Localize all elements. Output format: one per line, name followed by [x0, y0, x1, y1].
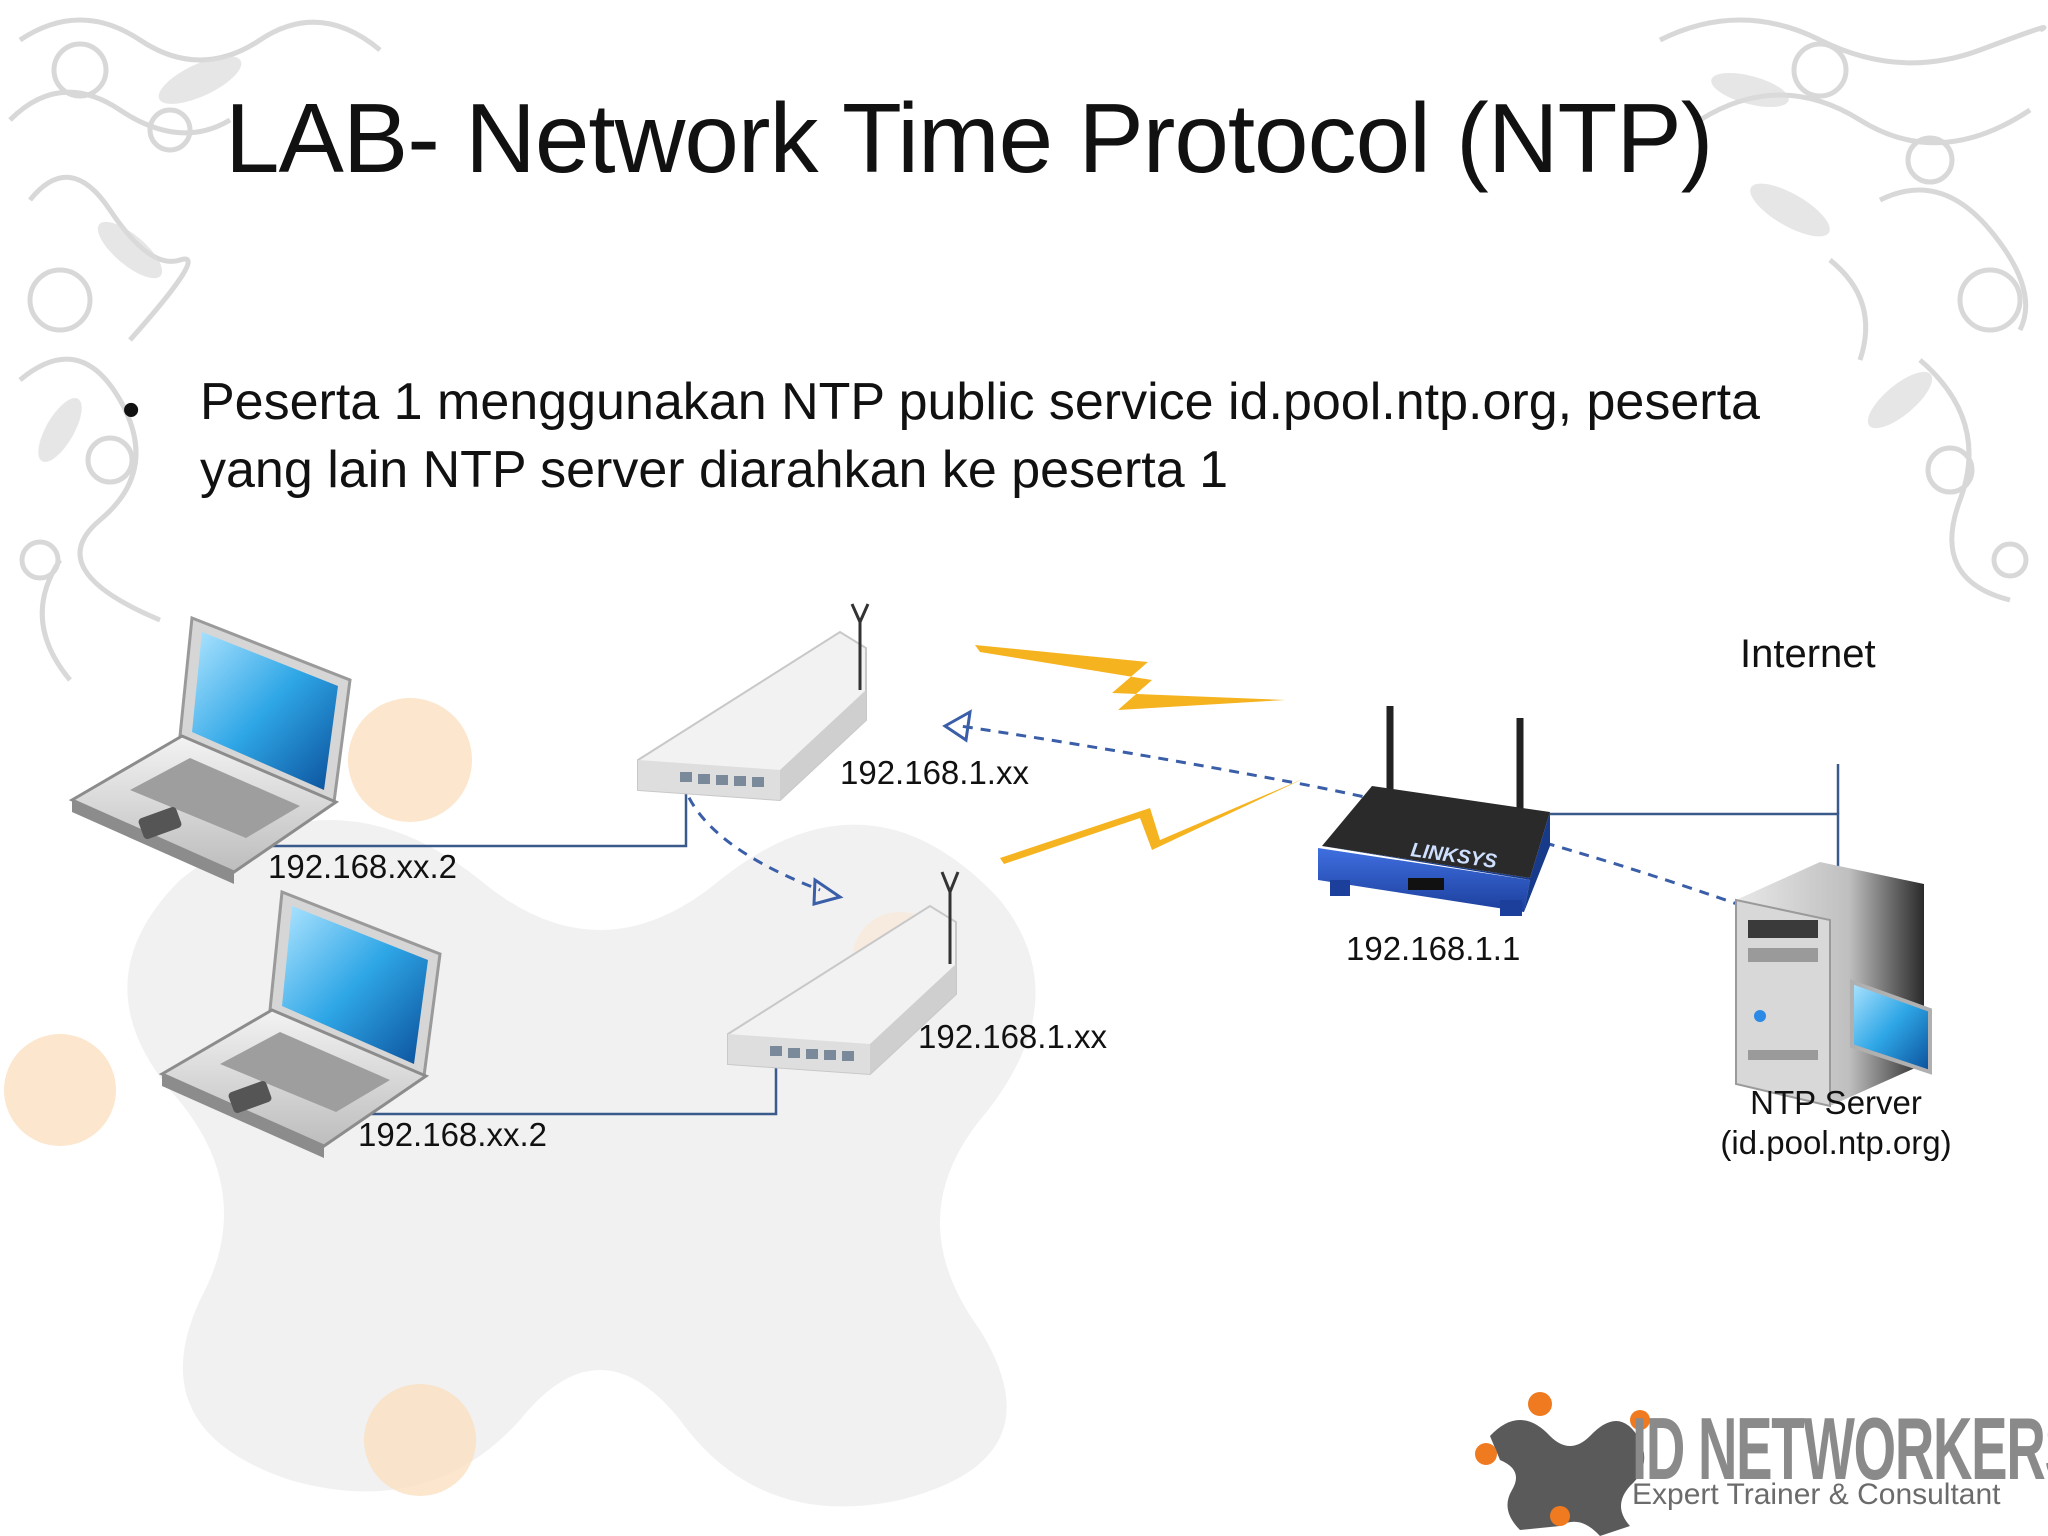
brand-tagline: Expert Trainer & Consultant — [1632, 1478, 2001, 1511]
wireless-bolt-bottom — [1000, 778, 1305, 864]
cable-links — [250, 764, 1840, 1116]
ntp-server-host-label: (id.pool.ntp.org) — [1720, 1124, 1952, 1161]
arrowhead-right — [812, 877, 844, 906]
laptop-bottom-icon — [158, 889, 442, 1158]
slide-title: LAB- Network Time Protocol (NTP) — [225, 83, 1713, 193]
internet-label: Internet — [1740, 632, 1876, 676]
brand-logo-text: ID NETWORKERS — [1632, 1399, 2048, 1498]
bullet-text-line-2: yang lain NTP server diarahkan ke pesert… — [200, 441, 1229, 499]
laptop-top-ip-label: 192.168.xx.2 — [268, 848, 457, 885]
cable-laptop-bottom-to-router-bottom — [360, 1060, 778, 1116]
access-point-icon: LINKSYS — [1318, 706, 1550, 916]
router-top-ip-label: 192.168.1.xx — [840, 754, 1029, 791]
ornament-leaves — [38, 56, 1933, 462]
cable-laptop-top-to-router-top — [250, 790, 688, 848]
wireless-bolt-top — [975, 645, 1285, 710]
access-point-ip-label: 192.168.1.1 — [1346, 930, 1521, 967]
bullet-text-line-1: Peserta 1 menggunakan NTP public service… — [200, 373, 1760, 431]
laptop-bottom-ip-label: 192.168.xx.2 — [358, 1116, 547, 1153]
bullet-marker: • — [122, 381, 141, 439]
ntp-server-label: NTP Server — [1750, 1084, 1922, 1121]
ntp-flow-server-to-router — [959, 724, 1761, 914]
router-top-icon — [637, 603, 870, 802]
ntp-server-icon — [1735, 862, 1932, 1108]
arrowhead-left — [942, 709, 972, 743]
laptop-top-icon — [68, 615, 352, 884]
router-bottom-icon — [727, 871, 960, 1076]
router-bottom-ip-label: 192.168.1.xx — [918, 1018, 1107, 1055]
